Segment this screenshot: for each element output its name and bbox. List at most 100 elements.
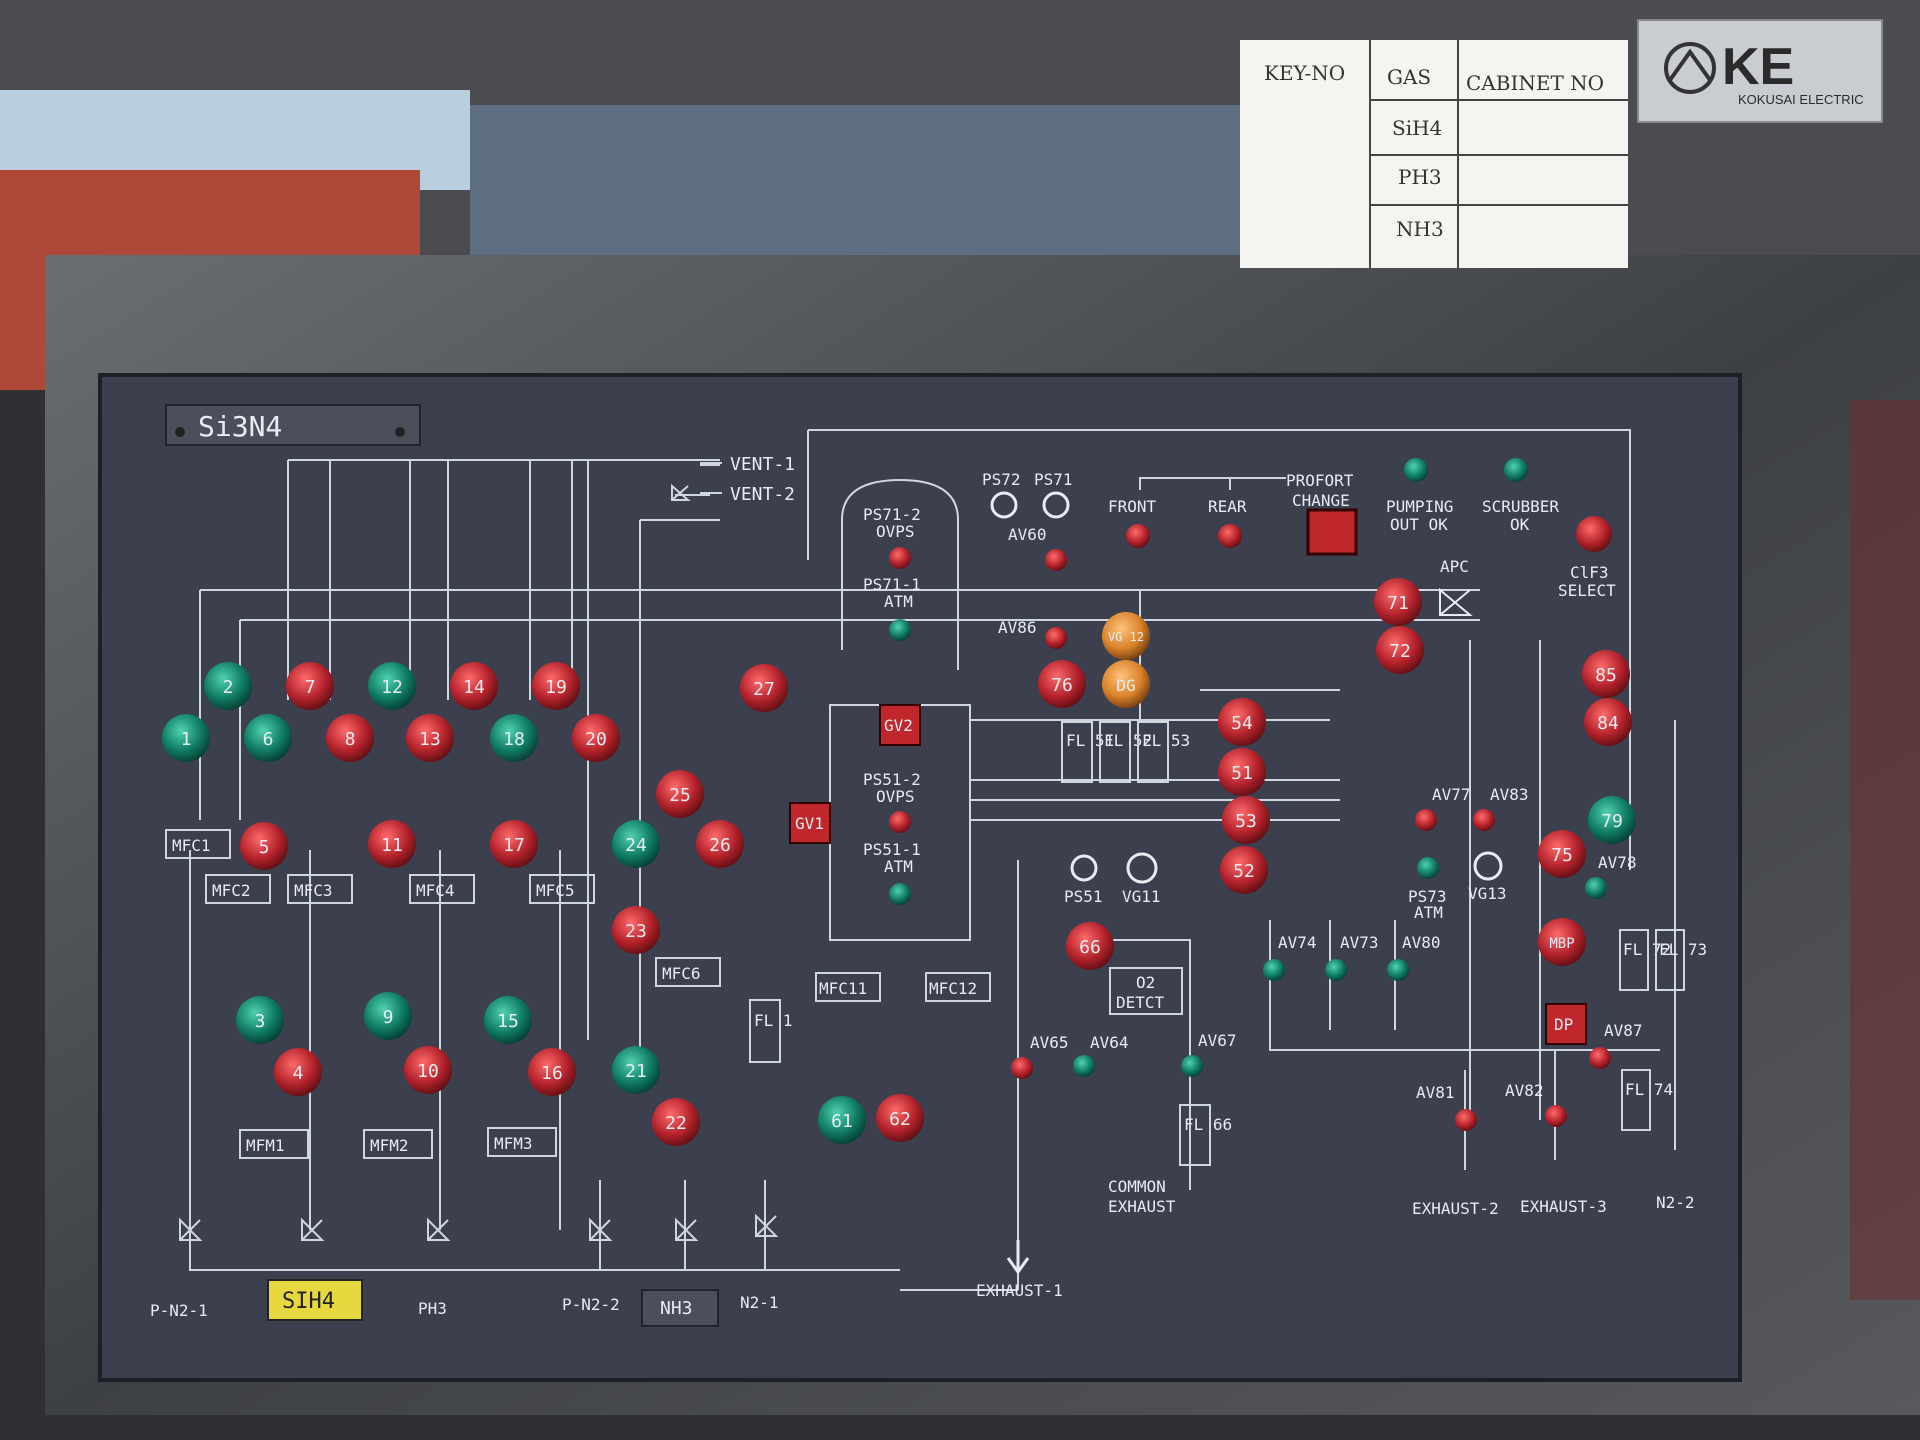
- lamp-75[interactable]: 75: [1538, 830, 1586, 878]
- svg-text:51: 51: [1231, 763, 1253, 784]
- lamp-21[interactable]: 21: [612, 1046, 660, 1094]
- svg-text:8: 8: [345, 729, 356, 750]
- lamp-13[interactable]: 13: [406, 714, 454, 762]
- brand-logo: KE: [1722, 38, 1794, 96]
- supply-valves: [179, 1213, 779, 1241]
- svg-text:52: 52: [1233, 861, 1255, 882]
- lamp-22[interactable]: 22: [652, 1098, 700, 1146]
- svg-text:7: 7: [305, 677, 316, 698]
- lamp-27[interactable]: 27: [740, 664, 788, 712]
- av67-lamp: [1181, 1055, 1203, 1077]
- exhaust-1-label: EXHAUST-1: [976, 1281, 1063, 1300]
- ps73-label: PS73: [1408, 887, 1447, 906]
- lamp-24[interactable]: 24: [612, 820, 660, 868]
- lamp-2[interactable]: 2: [204, 662, 252, 710]
- av82-label: AV82: [1505, 1081, 1544, 1100]
- n2-1-label: N2-1: [740, 1293, 779, 1312]
- lamp-8[interactable]: 8: [326, 714, 374, 762]
- lamp-14[interactable]: 14: [450, 662, 498, 710]
- lamp-vg12[interactable]: VG 12: [1102, 612, 1150, 660]
- lamp-9[interactable]: 9: [364, 992, 412, 1040]
- lamp-18[interactable]: 18: [490, 714, 538, 762]
- lamp-23[interactable]: 23: [612, 906, 660, 954]
- svg-text:76: 76: [1051, 675, 1073, 696]
- pumping-label: PUMPING: [1386, 497, 1453, 516]
- lamp-mbp[interactable]: MBP: [1538, 918, 1586, 966]
- lamp-10[interactable]: 10: [404, 1046, 452, 1094]
- av64-lamp: [1073, 1055, 1095, 1077]
- pressure-gauges: PS72 PS71 PS51 VG11 VG13: [982, 470, 1507, 906]
- lamp-72[interactable]: 72: [1376, 626, 1424, 674]
- pumping-out-ok-label: OUT OK: [1390, 515, 1448, 534]
- svg-text:53: 53: [1235, 811, 1257, 832]
- common-exhaust-label-1: COMMON: [1108, 1177, 1166, 1196]
- ps71-gauge-icon: [1042, 491, 1070, 519]
- lamp-5[interactable]: 5: [240, 822, 288, 870]
- lamp-19[interactable]: 19: [532, 662, 580, 710]
- lamp-61[interactable]: 61: [818, 1096, 866, 1144]
- lamp-71[interactable]: 71: [1374, 578, 1422, 626]
- profort-change-button[interactable]: [1306, 508, 1358, 556]
- svg-text:61: 61: [831, 1111, 853, 1132]
- svg-text:13: 13: [419, 729, 441, 750]
- lamp-79[interactable]: 79: [1588, 796, 1636, 844]
- lamp-76[interactable]: 76: [1038, 660, 1086, 708]
- lamp-25[interactable]: 25: [656, 770, 704, 818]
- ps51-gauge-icon: [1070, 854, 1098, 882]
- svg-text:16: 16: [541, 1063, 563, 1084]
- ps71-2-label: PS71-2: [863, 505, 921, 524]
- vent-1-label: VENT-1: [730, 454, 795, 475]
- av60-label: AV60: [1008, 525, 1047, 544]
- lamp-20[interactable]: 20: [572, 714, 620, 762]
- table-header-cabinet-no: CABINET NO: [1466, 71, 1604, 95]
- lamp-6[interactable]: 6: [244, 714, 292, 762]
- svg-text:85: 85: [1595, 665, 1617, 686]
- lamp-66[interactable]: 66: [1066, 922, 1114, 970]
- gv2-button[interactable]: [879, 704, 921, 746]
- svg-text:18: 18: [503, 729, 525, 750]
- ps51-1-atm-label: ATM: [884, 857, 913, 876]
- lamp-52[interactable]: 52: [1220, 846, 1268, 894]
- fl74-label: FL 74: [1625, 1080, 1673, 1099]
- mfc2-label: MFC2: [212, 881, 251, 900]
- lamp-12[interactable]: 12: [368, 662, 416, 710]
- lamp-11[interactable]: 11: [368, 820, 416, 868]
- exhaust-3-label: EXHAUST-3: [1520, 1197, 1607, 1216]
- lamp-3[interactable]: 3: [236, 996, 284, 1044]
- lamp-51[interactable]: 51: [1218, 748, 1266, 796]
- lamp-4[interactable]: 4: [274, 1048, 322, 1096]
- svg-text:5: 5: [259, 837, 270, 858]
- av81-label: AV81: [1416, 1083, 1455, 1102]
- p-n2-1-valve-icon: [179, 1217, 203, 1241]
- mimic-panel: Si3N4 VENT-1 VENT-2: [98, 373, 1742, 1382]
- dp-label: DP: [1554, 1015, 1573, 1034]
- lamp-84[interactable]: 84: [1584, 698, 1632, 746]
- dp-button[interactable]: [1545, 1003, 1587, 1045]
- lamp-16[interactable]: 16: [528, 1048, 576, 1096]
- ps73-atm-label: ATM: [1414, 903, 1443, 922]
- p-n2-1-label: P-N2-1: [150, 1301, 208, 1320]
- av65-lamp: [1011, 1057, 1033, 1079]
- svg-text:62: 62: [889, 1109, 911, 1130]
- common-exhaust-label-2: EXHAUST: [1108, 1197, 1176, 1216]
- lamp-62[interactable]: 62: [876, 1094, 924, 1142]
- lamp-26[interactable]: 26: [696, 820, 744, 868]
- lamp-54[interactable]: 54: [1218, 698, 1266, 746]
- lamp-dg[interactable]: DG: [1102, 660, 1150, 708]
- o2-detector-box: [1109, 967, 1183, 1015]
- av60-lamp: [1045, 549, 1067, 571]
- lamp-53[interactable]: 53: [1222, 796, 1270, 844]
- lamp-85[interactable]: 85: [1582, 650, 1630, 698]
- lamp-17[interactable]: 17: [490, 820, 538, 868]
- svg-text:3: 3: [255, 1011, 266, 1032]
- gv1-button[interactable]: [789, 802, 831, 844]
- o2-detct-label: DETCT: [1116, 993, 1165, 1012]
- av83-lamp: [1473, 809, 1495, 831]
- clf3-select-lamp[interactable]: [1576, 516, 1612, 552]
- lamp-15[interactable]: 15: [484, 996, 532, 1044]
- lamp-7[interactable]: 7: [286, 662, 334, 710]
- lamp-1[interactable]: 1: [162, 714, 210, 762]
- av64-label: AV64: [1090, 1033, 1129, 1052]
- valve-labels: AV60 AV86 AV65 AV64 AV67 AV74 AV73 AV80 …: [998, 525, 1643, 1102]
- av73-lamp: [1325, 959, 1347, 981]
